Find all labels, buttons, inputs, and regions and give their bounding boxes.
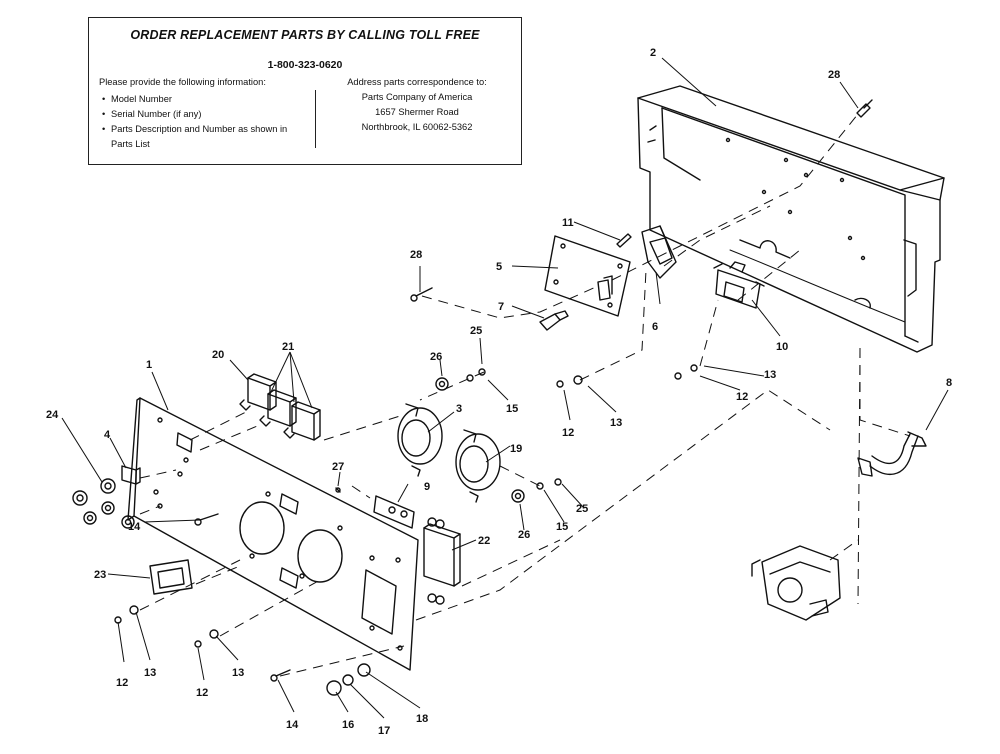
label-part-18: 18 [416,713,428,725]
label-part-13-bottom: 13 [232,667,244,679]
address-line-street: 1657 Shermer Road [375,107,459,117]
leader-lines [61,57,949,719]
label-part-14-left: 14 [128,521,141,533]
switch-9 [373,495,415,529]
info-intro: Please provide the following information… [99,77,266,87]
label-part-12-right: 12 [736,391,748,403]
order-info-box: ORDER REPLACEMENT PARTS BY CALLING TOLL … [88,17,522,165]
label-part-12-bottom: 12 [196,687,208,699]
label-part-22: 22 [478,535,490,547]
label-part-13-right: 13 [764,369,776,381]
address-heading: Address parts correspondence to: [347,77,487,87]
label-part-1: 1 [146,359,152,371]
label-part-23: 23 [94,569,106,581]
order-title: ORDER REPLACEMENT PARTS BY CALLING TOLL … [130,28,480,42]
nut-stack-24 [72,478,135,529]
label-part-26-bottom: 26 [518,529,530,541]
label-part-12-mid: 12 [562,427,574,439]
outlet-23 [149,559,193,595]
address-line-city: Northbrook, IL 60062-5362 [361,122,473,132]
switch-4 [121,465,141,485]
clip-7 [539,310,569,331]
label-part-8: 8 [946,377,952,389]
hardware-screws-washers [114,287,698,696]
dashed-guide-lines [139,113,911,677]
front-panel-1 [127,397,419,671]
info-item-serial-number: Serial Number (if any) [99,107,309,122]
pin-11 [616,233,632,248]
label-part-6: 6 [652,321,658,333]
label-part-4: 4 [104,429,111,441]
label-part-19: 19 [510,443,522,455]
label-part-14-bottom: 14 [286,719,299,731]
part-labels: 2 28 11 28 5 7 6 10 25 26 15 12 13 13 12… [46,47,952,737]
label-part-21: 21 [282,341,294,353]
label-part-27: 27 [332,461,344,473]
screw-27 [335,487,341,493]
info-item-parts-description: Parts Description and Number as shown in… [99,122,309,152]
label-part-7: 7 [498,301,504,313]
info-list: Model Number Serial Number (if any) Part… [99,92,309,152]
label-part-20: 20 [212,349,224,361]
label-part-3: 3 [456,403,462,415]
label-part-25-bottom: 25 [576,503,588,515]
label-part-13-mid: 13 [610,417,622,429]
address-column: Address parts correspondence to: Parts C… [319,75,515,135]
column-divider [315,90,317,148]
info-item-model-number: Model Number [99,92,309,107]
order-phone-number: 1-800-323-0620 [267,59,343,71]
receptacle-10 [713,261,765,309]
circuit-breakers-21 [259,389,321,441]
label-part-10: 10 [776,341,788,353]
circuit-breaker-20 [239,373,277,411]
label-part-5: 5 [496,261,502,273]
label-part-25-top: 25 [470,325,482,337]
bottom-housing-assembly [751,545,841,621]
label-part-15-bottom: 15 [556,521,568,533]
cable-connector-8 [857,431,927,477]
label-part-9: 9 [424,481,430,493]
outlet-3 [397,403,443,477]
label-part-24: 24 [46,409,59,421]
label-part-28-top: 28 [828,69,840,81]
label-part-12-bottom-left: 12 [116,677,128,689]
mounting-plate-5 [544,235,631,317]
label-part-15-top: 15 [506,403,518,415]
label-part-17: 17 [378,725,390,737]
outlet-19 [455,429,501,503]
label-part-2: 2 [650,47,656,59]
label-part-26-top: 26 [430,351,442,363]
address-line-company: Parts Company of America [361,92,473,102]
info-list-column: Please provide the following information… [99,75,309,152]
module-22 [423,517,461,605]
label-part-16: 16 [342,719,354,731]
label-part-28-mid: 28 [410,249,422,261]
bracket-6 [641,225,677,279]
label-part-11: 11 [562,217,574,229]
label-part-13-bottom-left: 13 [144,667,156,679]
control-box-enclosure [637,85,945,353]
screw-28-top [856,99,873,118]
